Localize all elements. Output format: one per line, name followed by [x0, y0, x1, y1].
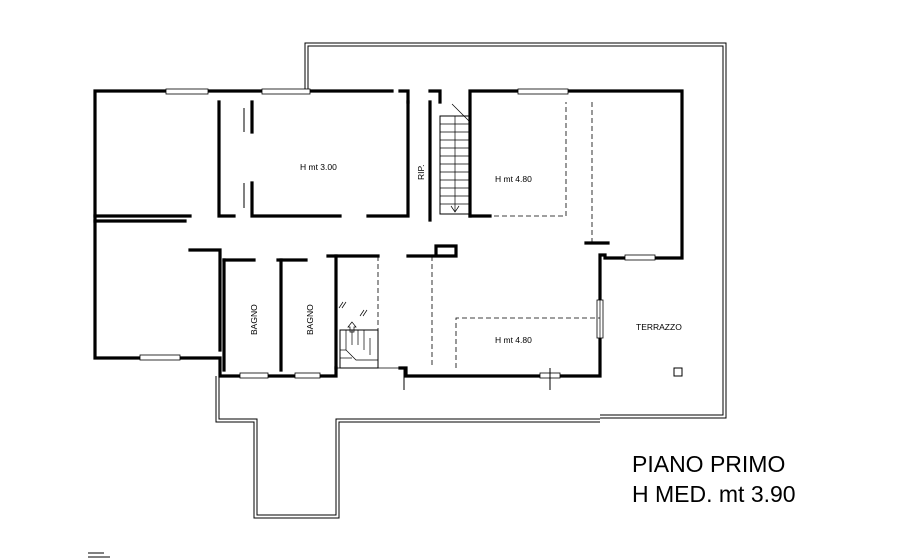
- exterior-walls: [93, 89, 684, 378]
- label-bath-left: BAGNO: [249, 304, 259, 335]
- terrace-drain: [673, 367, 683, 377]
- label-bottom-height: H mt 4.80: [495, 335, 532, 345]
- dashed-outlines: [377, 102, 600, 368]
- stair-upper: [439, 103, 471, 215]
- label-bath-right: BAGNO: [305, 304, 315, 335]
- label-ripostiglio: RIP.: [416, 165, 426, 180]
- label-right-height: H mt 4.80: [495, 174, 532, 184]
- interior-walls: [93, 100, 610, 372]
- door-marks: [243, 108, 551, 390]
- plan-title: PIANO PRIMO: [632, 451, 785, 477]
- stair-lower: [338, 301, 379, 369]
- corner-mark: [88, 552, 110, 558]
- windows: [139, 88, 656, 379]
- plan-subtitle: H MED. mt 3.90: [632, 481, 796, 507]
- label-terrace: TERRAZZO: [636, 322, 682, 332]
- terrace-outline: [215, 42, 727, 519]
- label-center-height: H mt 3.00: [300, 162, 337, 172]
